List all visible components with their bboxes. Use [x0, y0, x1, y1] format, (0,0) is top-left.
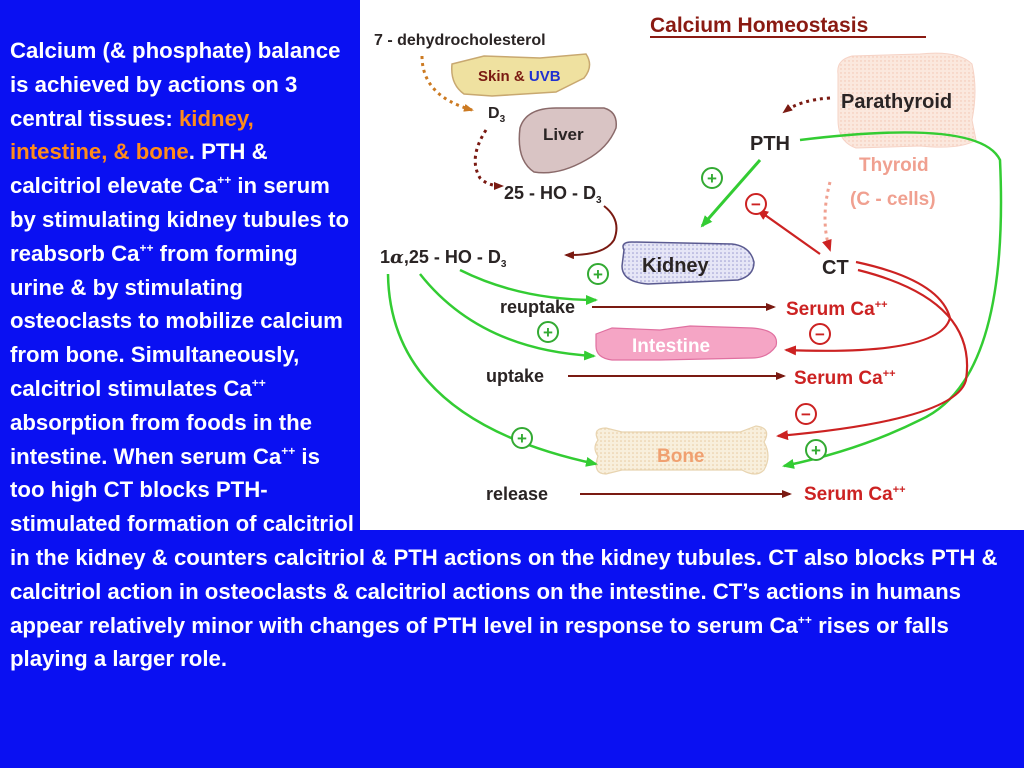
ct-to-bone-inhibit: [776, 268, 969, 441]
thyroid-label: Thyroid: [859, 155, 929, 176]
text-part-7: rises or falls playing a larger role.: [10, 612, 949, 672]
parathyroid-to-pth-path: [782, 96, 831, 114]
parathyroid-shape: [837, 52, 977, 149]
hod3-sub: 3: [596, 195, 602, 206]
svg-text:−: −: [815, 325, 825, 344]
ct-to-intestine-inhibit: [784, 260, 952, 356]
uptake-label: uptake: [486, 366, 544, 386]
hod3-main: 25 - HO - D: [504, 183, 596, 203]
kidney-shape: [621, 241, 755, 285]
calcitriol-one: 1: [380, 247, 390, 267]
superscript-plus: ++: [281, 443, 296, 458]
ct-to-kidney-inhibit: [756, 208, 821, 255]
ct-label: CT: [822, 257, 849, 279]
svg-text:−: −: [801, 405, 811, 424]
d3-main: D: [488, 105, 500, 122]
calcitriol-main: ,25 - HO - D: [404, 247, 501, 267]
d3-label: D3: [488, 105, 506, 125]
bone-shape: [594, 425, 769, 475]
serum-ca-sup: ++: [883, 368, 896, 380]
serum-ca-text: Serum Ca: [786, 299, 875, 320]
plus-badge-calcitriol-kidney: +: [587, 263, 609, 285]
svg-text:−: −: [751, 195, 761, 214]
calcitriol-alpha: α: [390, 247, 404, 268]
text-part-2: . PTH & calcitriol elevate Ca: [10, 139, 268, 199]
minus-badge-ct-bone: −: [795, 403, 817, 425]
skin-text: Skin &: [478, 68, 529, 85]
text-part-3: in serum by stimulating kidney tubules t…: [10, 173, 350, 266]
text-tissues-highlight: kidney, intestine, & bone: [10, 105, 254, 165]
plus-badge-pth-bone: +: [805, 439, 827, 461]
svg-text:+: +: [811, 441, 821, 460]
hod3-label: 25 - HO - D3: [504, 183, 602, 206]
plus-badge-calcitriol-bone: +: [511, 427, 533, 449]
intestine-shape: [595, 325, 778, 361]
superscript-plus: ++: [139, 240, 154, 255]
liver-label: Liver: [543, 125, 584, 144]
minus-badge-ct-intestine: −: [809, 323, 831, 345]
serum-ca-3: Serum Ca++: [804, 484, 906, 505]
pth-label: PTH: [750, 133, 790, 155]
uvb-text: UVB: [529, 68, 561, 85]
serum-ca-sup: ++: [875, 299, 888, 311]
superscript-plus: ++: [797, 612, 812, 627]
slide-body-text: Calcium (& phosphate) balance is achieve…: [10, 34, 1020, 676]
plus-badge-pth-kidney: +: [701, 167, 723, 189]
skin-label: Skin & UVB: [478, 68, 561, 85]
calcitriol-sub: 3: [501, 259, 507, 270]
svg-text:+: +: [593, 265, 603, 284]
precursor-label: 7 - dehydrocholesterol: [374, 32, 546, 49]
thyroid-to-ct-path: [822, 181, 832, 252]
serum-ca-text: Serum Ca: [794, 368, 883, 389]
reuptake-label: reuptake: [500, 297, 575, 317]
svg-text:+: +: [517, 429, 527, 448]
calcium-homeostasis-diagram: Calcium Homeostasis Parathyroid Thyroid …: [360, 0, 1024, 530]
superscript-plus: ++: [217, 173, 232, 188]
liver-shape: [518, 107, 617, 174]
minus-badge-ct-kidney: −: [745, 193, 767, 215]
d3-sub: 3: [500, 114, 506, 125]
serum-ca-sup: ++: [893, 484, 906, 496]
skin-shape: [451, 53, 591, 97]
superscript-plus: ++: [251, 375, 266, 390]
text-part-6: is too high CT blocks PTH-stimulated for…: [10, 443, 998, 638]
calcitriol-to-bone-path: [386, 273, 598, 467]
diagram-title: Calcium Homeostasis: [650, 14, 868, 37]
calcitriol-label: 1α,25 - HO - D3: [380, 247, 507, 270]
parathyroid-label: Parathyroid: [841, 91, 952, 113]
pth-to-kidney-arrow: [700, 159, 762, 228]
kidney-label: Kidney: [642, 255, 710, 277]
svg-text:+: +: [543, 323, 553, 342]
serum-ca-text: Serum Ca: [804, 484, 893, 505]
hod3-to-calcitriol-path: [564, 205, 618, 260]
plus-badge-calcitriol-intestine: +: [537, 321, 559, 343]
d3-to-hod3-path: [473, 129, 504, 190]
intestine-label: Intestine: [632, 336, 710, 357]
c-cells-label: (C - cells): [850, 189, 936, 210]
precursor-to-d3-path: [420, 55, 474, 112]
serum-ca-2: Serum Ca++: [794, 368, 896, 389]
calcitriol-to-kidney-path: [459, 268, 598, 305]
release-label: release: [486, 484, 548, 504]
serum-ca-1: Serum Ca++: [786, 299, 888, 320]
pth-to-bone-path: [782, 131, 1003, 469]
text-intro: Calcium (& phosphate) balance is achieve…: [10, 38, 341, 131]
svg-text:+: +: [707, 169, 717, 188]
text-part-4: from forming urine & by stimulating oste…: [10, 240, 343, 401]
bone-label: Bone: [657, 446, 705, 467]
text-part-5: absorption from foods in the intestine. …: [10, 409, 312, 469]
calcitriol-to-intestine-path: [419, 273, 596, 361]
